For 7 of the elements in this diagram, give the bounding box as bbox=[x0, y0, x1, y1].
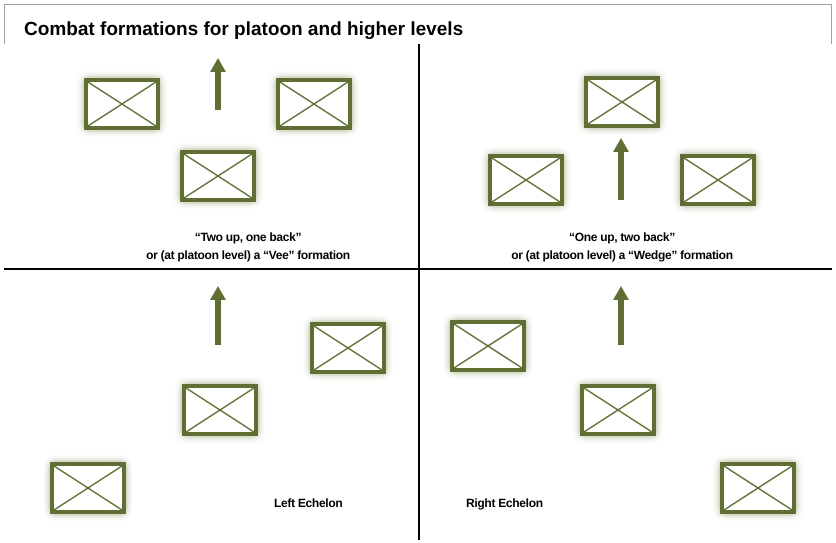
formation-caption: or (at platoon level) a “Wedge” formation bbox=[510, 247, 734, 264]
title: Combat formations for platoon and higher levels bbox=[24, 18, 464, 42]
formation-caption: or (at platoon level) a “Vee” formation bbox=[145, 247, 351, 264]
formation-caption: “One up, two back” bbox=[568, 229, 676, 246]
formation-caption: “Two up, one back” bbox=[194, 229, 302, 246]
formation-caption: Right Echelon bbox=[466, 495, 544, 512]
formation-caption: Left Echelon bbox=[274, 495, 344, 512]
